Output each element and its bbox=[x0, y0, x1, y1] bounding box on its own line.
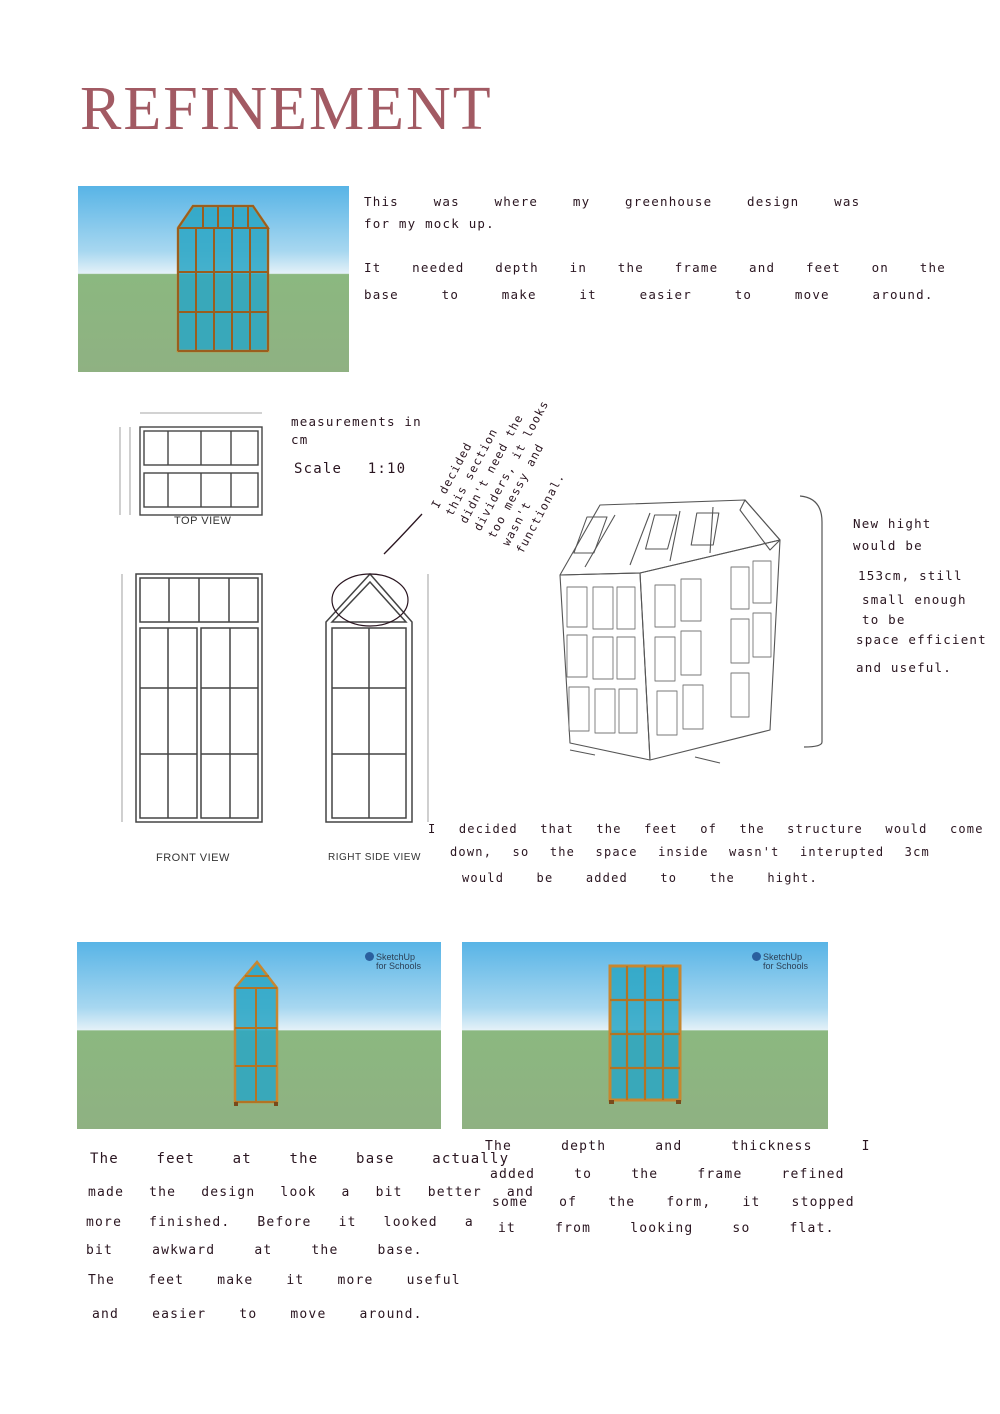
feet-caption-line: and easier to move around. bbox=[92, 1307, 423, 1322]
scale-note: Scale 1:10 bbox=[294, 461, 407, 477]
sketchup-logo-icon bbox=[364, 952, 374, 961]
page-title: REFINEMENT bbox=[80, 75, 493, 143]
height-note-line: and useful. bbox=[856, 660, 952, 675]
feet-note-line: down, so the space inside wasn't interup… bbox=[450, 845, 930, 859]
mockup-note-line: It needed depth in the frame and feet on… bbox=[364, 260, 946, 275]
sketchup-logo-line1: SketchUp bbox=[762, 952, 802, 962]
depth-caption-line: added to the frame refined bbox=[490, 1167, 845, 1182]
sketchup-logo: SketchUp for Schools bbox=[751, 952, 808, 972]
mockup-note-line: This was where my greenhouse design was bbox=[364, 194, 861, 209]
mockup-note-line: for my mock up. bbox=[364, 216, 495, 231]
top-view-drawing bbox=[119, 412, 263, 516]
feet-caption-line: made the design look a bit better and bbox=[88, 1185, 534, 1200]
depth-caption-line: some of the form, it stopped bbox=[492, 1195, 855, 1210]
sketchup-logo-line2: for Schools bbox=[375, 961, 421, 972]
mockup-note-line: base to make it easier to move around. bbox=[364, 287, 934, 302]
depth-caption-line: it from looking so flat. bbox=[498, 1221, 835, 1236]
feet-caption-line: more finished. Before it looked a bbox=[86, 1215, 474, 1230]
annotation-pointer bbox=[383, 513, 423, 555]
feet-note-line: I decided that the feet of the structure… bbox=[428, 822, 984, 836]
height-note-line: small enough bbox=[862, 592, 967, 607]
sketchup-logo-icon bbox=[751, 952, 761, 961]
greenhouse-mockup-render bbox=[78, 186, 349, 372]
depth-caption-line: The depth and thickness I bbox=[485, 1139, 871, 1154]
sketchup-logo: SketchUp for Schools bbox=[364, 952, 421, 972]
front-view-label: FRONT VIEW bbox=[156, 852, 230, 864]
height-note-line: 153cm, still bbox=[858, 568, 963, 583]
measurements-note: cm bbox=[291, 432, 309, 447]
side-view-label: RIGHT SIDE VIEW bbox=[328, 852, 421, 863]
side-view-drawing bbox=[325, 572, 429, 823]
height-note-line: New hight bbox=[853, 516, 932, 531]
measurements-note: measurements in bbox=[291, 414, 422, 429]
height-indicator bbox=[799, 495, 823, 748]
front-view-drawing bbox=[121, 573, 263, 823]
feet-render-model bbox=[233, 960, 279, 1106]
depth-render: SketchUp for Schools bbox=[462, 942, 828, 1129]
top-view-label: TOP VIEW bbox=[174, 515, 232, 527]
height-note-line: would be bbox=[853, 538, 923, 553]
feet-note-line: would be added to the hight. bbox=[462, 871, 818, 885]
sketchup-logo-line1: SketchUp bbox=[375, 952, 415, 962]
feet-caption-line: The feet at the base actually bbox=[90, 1151, 510, 1167]
depth-render-model bbox=[608, 964, 682, 1104]
pencil-sketch bbox=[559, 499, 781, 764]
greenhouse-mockup-model bbox=[176, 204, 270, 353]
height-note-line: space efficient bbox=[856, 632, 987, 647]
feet-render: SketchUp for Schools bbox=[77, 942, 441, 1129]
height-note-line: to be bbox=[862, 612, 906, 627]
feet-caption-line: The feet make it more useful bbox=[88, 1273, 461, 1288]
divider-note: I decided this section didn't need the d… bbox=[428, 397, 567, 555]
sketchup-logo-line2: for Schools bbox=[762, 961, 808, 972]
feet-caption-line: bit awkward at the base. bbox=[86, 1243, 423, 1258]
